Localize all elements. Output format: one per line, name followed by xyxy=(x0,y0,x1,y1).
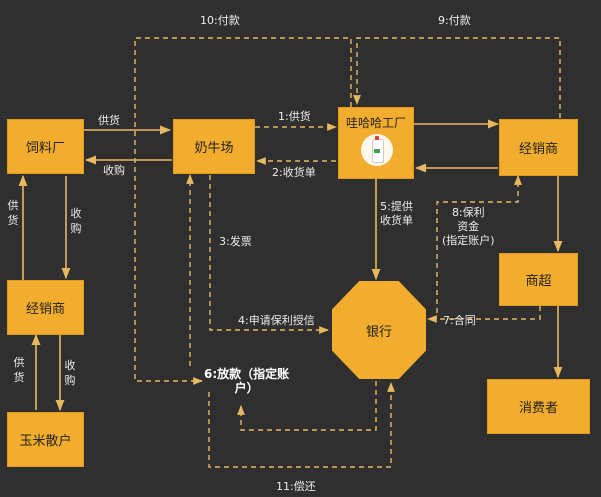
node-corn-farmer: 玉米散户 xyxy=(7,412,84,467)
label-step6: 6:放款（指定账 户） xyxy=(204,367,290,395)
node-bank: 银行 xyxy=(332,281,426,379)
edge-step4 xyxy=(209,175,329,334)
edge-step9 xyxy=(353,37,561,118)
label-step10: 10:付款 xyxy=(200,14,240,27)
label-step4: 4:申请保利授信 xyxy=(238,314,315,327)
node-dairy-farm: 奶牛场 xyxy=(173,119,255,174)
edge-step10 xyxy=(134,37,352,385)
factory-title: 哇哈哈工厂 xyxy=(345,116,406,130)
label-step7: 7:合同 xyxy=(443,314,476,327)
label-left-purchase: 收购 xyxy=(70,207,82,235)
node-supermarket: 商超 xyxy=(499,253,578,306)
label-left2-supply: 供货 xyxy=(13,356,25,384)
label-left-supply: 供货 xyxy=(7,199,19,227)
node-feed-factory: 饲料厂 xyxy=(7,119,84,174)
edge-step11 xyxy=(208,382,395,468)
edge-step8 xyxy=(436,175,522,313)
label-purchase-farm: 收购 xyxy=(103,164,125,177)
label-step5: 5:提供 收货单 xyxy=(380,200,413,227)
milk-bottle-icon xyxy=(361,134,393,166)
label-step2: 2:收货单 xyxy=(272,166,316,179)
node-distributor-right: 经销商 xyxy=(499,119,578,176)
label-step1: 1:供货 xyxy=(278,110,311,123)
label-step8: 8:保利 资金 (指定账户) xyxy=(442,206,495,247)
label-step9: 9:付款 xyxy=(438,14,471,27)
label-step3: 3:发票 xyxy=(219,235,252,248)
label-left2-purchase: 收购 xyxy=(64,359,76,387)
label-step11: 11:偿还 xyxy=(276,480,316,493)
edge-step7 xyxy=(427,306,541,323)
node-consumer: 消费者 xyxy=(487,379,590,434)
node-wahaha-factory: 哇哈哈工厂 xyxy=(338,107,414,179)
node-distributor-left: 经销商 xyxy=(7,280,84,335)
label-supply-feed: 供货 xyxy=(98,114,120,127)
